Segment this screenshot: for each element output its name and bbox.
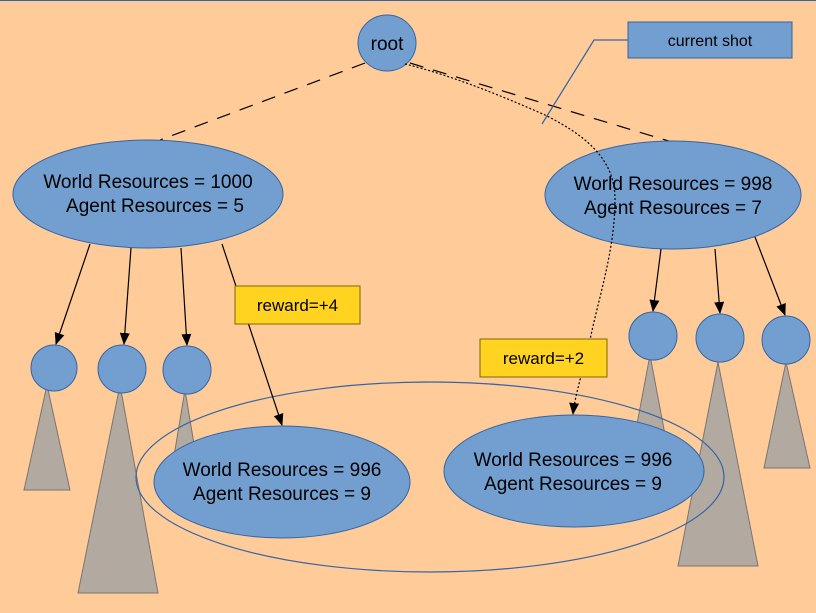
edge-right-2 — [714, 248, 725, 314]
current-shot-callout — [627, 21, 793, 59]
edge-left-3 — [180, 247, 192, 346]
right-state-node[interactable] — [544, 140, 802, 250]
left-node-agent-resources: Agent Resources = 5 — [66, 196, 244, 217]
callout-leader — [541, 39, 628, 125]
subtree-2 — [77, 384, 159, 594]
reward-label-right: reward=+2 — [503, 349, 584, 368]
child-right-world-resources: World Resources = 996 — [474, 450, 673, 471]
leaf-node-5[interactable] — [695, 313, 745, 363]
edge-left-4 — [221, 243, 284, 426]
root-label: root — [371, 34, 404, 55]
child-node-right[interactable] — [443, 414, 705, 528]
child-left-world-resources: World Resources = 996 — [183, 460, 382, 481]
edge-right-3 — [754, 236, 786, 316]
left-node-world-resources: World Resources = 1000 — [43, 172, 252, 193]
edge-left-1 — [54, 243, 91, 345]
child-right-agent-resources: Agent Resources = 9 — [484, 474, 662, 495]
leaf-node-4[interactable] — [628, 311, 678, 361]
child-left-agent-resources: Agent Resources = 9 — [193, 484, 371, 505]
reward-box-left — [234, 285, 361, 325]
edge-left-2 — [119, 247, 132, 345]
leaf-node-6[interactable] — [761, 315, 811, 365]
leaf-node-3[interactable] — [162, 345, 212, 395]
reward-box-right — [479, 338, 608, 378]
right-node-world-resources: World Resources = 998 — [574, 174, 773, 195]
edge-right-1 — [649, 248, 662, 312]
root-right-branch — [409, 62, 673, 143]
child-node-left[interactable] — [153, 425, 411, 539]
reward-label-left: reward=+4 — [257, 296, 338, 315]
subtree-1 — [23, 384, 71, 491]
left-state-node[interactable] — [12, 139, 284, 249]
equivalence-ellipse — [135, 381, 725, 573]
root-node[interactable] — [357, 14, 417, 72]
current-shot-trajectory — [404, 63, 616, 415]
root-left-branch — [159, 62, 366, 141]
leaf-node-2[interactable] — [97, 344, 147, 394]
subtree-6 — [763, 361, 811, 469]
callout-label: current shot — [668, 33, 753, 50]
right-node-agent-resources: Agent Resources = 7 — [584, 198, 762, 219]
leaf-node-1[interactable] — [30, 344, 78, 392]
